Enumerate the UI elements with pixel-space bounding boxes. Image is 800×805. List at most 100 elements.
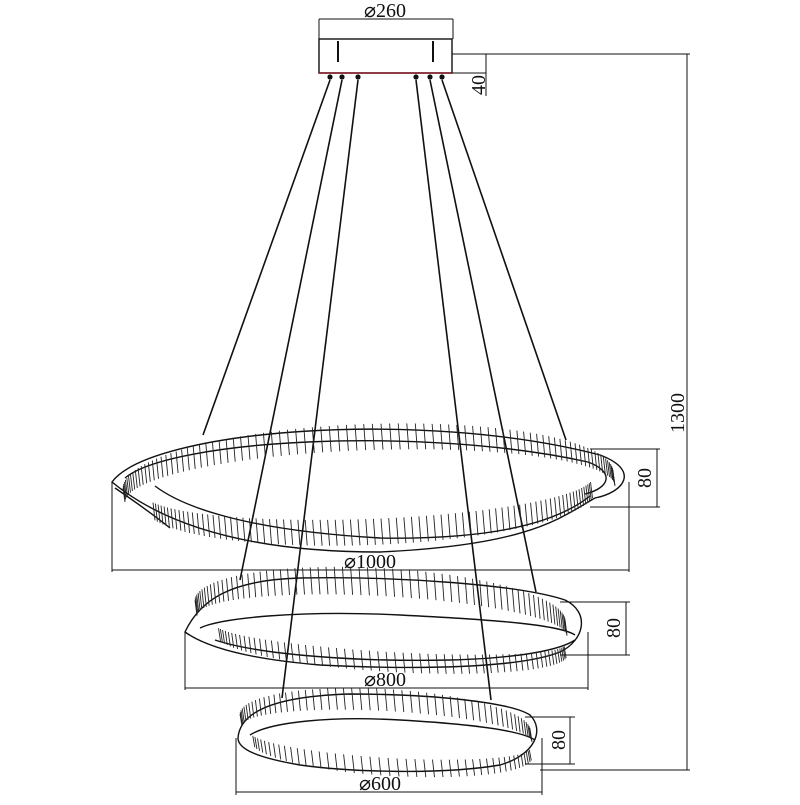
crystal-facet	[371, 423, 375, 450]
crystal-facet	[365, 519, 369, 546]
crystal-facet	[464, 759, 468, 777]
crystal-facet	[395, 517, 399, 544]
crystal-facet	[186, 447, 190, 471]
crystal-facet	[590, 449, 594, 469]
crystal-facet	[507, 506, 511, 531]
crystal-facet	[337, 425, 341, 452]
ring-large-diameter-dimension: ⌀1000	[111, 482, 630, 573]
crystal-facet	[565, 493, 569, 514]
crystal-facet	[252, 735, 256, 748]
crystal-facet	[358, 567, 362, 596]
crystal-facet	[270, 431, 274, 457]
crystal-facet	[334, 753, 338, 771]
crystal-facet	[392, 568, 396, 597]
crystal-facet	[295, 428, 299, 455]
crystal-facet	[163, 506, 167, 526]
crystal-facet	[335, 648, 339, 668]
crystal-facet	[290, 519, 294, 546]
crystal-facet	[376, 688, 380, 711]
crystal-facet	[553, 437, 557, 460]
crystal-facet	[551, 650, 555, 665]
crystal-facet	[251, 701, 255, 718]
ring-small-diameter-label: ⌀600	[359, 773, 401, 795]
crystal-facet	[495, 508, 499, 533]
crystal-facet	[472, 578, 475, 606]
ring-large-height-label: 80	[634, 468, 656, 488]
crystal-facet	[408, 570, 412, 599]
crystal-facet	[397, 423, 401, 450]
crystal-facet	[345, 424, 349, 451]
crystal-facet	[312, 689, 315, 711]
crystal-facet	[151, 460, 155, 481]
crystal-facet	[166, 507, 170, 528]
crystal-facet	[561, 612, 565, 631]
crystal-facet	[459, 654, 463, 674]
crystal-facet	[203, 587, 207, 607]
crystal-facet	[170, 508, 174, 529]
crystal-facet	[147, 462, 151, 482]
crystal-facet	[286, 429, 290, 456]
ring-small	[237, 687, 538, 778]
crystal-facet	[487, 427, 491, 452]
crystal-facet	[269, 519, 272, 544]
crystal-facet	[312, 645, 316, 665]
crystal-facet	[384, 688, 388, 712]
crystal-facet	[312, 519, 316, 546]
crystal-facet	[479, 580, 483, 607]
crystal-facet	[423, 423, 427, 450]
crystal-facet	[359, 688, 363, 711]
crystal-facet	[236, 575, 239, 600]
crystal-facet	[132, 471, 136, 490]
crystal-facet	[486, 581, 490, 608]
crystal-facet	[414, 759, 418, 778]
crystal-facet	[241, 708, 245, 723]
crystal-facet	[328, 425, 332, 452]
canopy-diameter-dimension: ⌀260	[318, 0, 454, 39]
crystal-facet	[254, 736, 258, 750]
crystal-facet	[296, 748, 300, 765]
crystal-facet	[432, 759, 435, 778]
crystal-facet	[325, 566, 329, 595]
hook-icon	[355, 74, 361, 80]
crystal-facet	[472, 425, 476, 451]
crystal-facet	[477, 701, 481, 722]
crystal-facet	[535, 652, 539, 669]
crystal-facet	[434, 693, 438, 716]
crystal-facet	[431, 423, 435, 450]
crystal-facet	[502, 428, 506, 453]
crystal-facet	[511, 587, 515, 613]
crystal-facet	[333, 566, 337, 595]
crystal-facet	[548, 650, 551, 666]
crystal-facet	[533, 594, 536, 618]
crystal-facet	[380, 423, 384, 450]
crystal-facet	[505, 710, 509, 729]
crystal-facet	[170, 453, 174, 475]
crystal-facet	[217, 581, 221, 603]
crystal-facet	[297, 690, 301, 711]
crystal-facet	[461, 512, 465, 538]
crystal-facet	[529, 729, 533, 743]
crystal-facet	[297, 644, 301, 663]
crystal-facet	[273, 743, 276, 758]
crystal-facet	[304, 519, 308, 546]
crystal-facet	[523, 752, 527, 766]
crystal-facet	[517, 716, 521, 733]
crystal-facet	[597, 452, 601, 472]
crystal-facet	[542, 434, 546, 458]
crystal-facet	[213, 582, 217, 604]
crystal-facet	[525, 653, 529, 670]
crystal-facet	[441, 694, 445, 717]
crystal-facet	[527, 724, 531, 738]
crystal-facet	[498, 757, 502, 773]
crystal-facet	[319, 519, 323, 546]
crystal-facet	[517, 754, 521, 768]
canopy	[318, 38, 453, 80]
crystal-facet	[392, 689, 396, 712]
crystal-facet	[199, 590, 203, 610]
crystal-facet	[600, 454, 604, 473]
crystal-facet	[279, 693, 282, 713]
crystal-facet	[195, 596, 199, 614]
crystal-facet	[270, 640, 274, 659]
crystal-facet	[198, 444, 202, 468]
